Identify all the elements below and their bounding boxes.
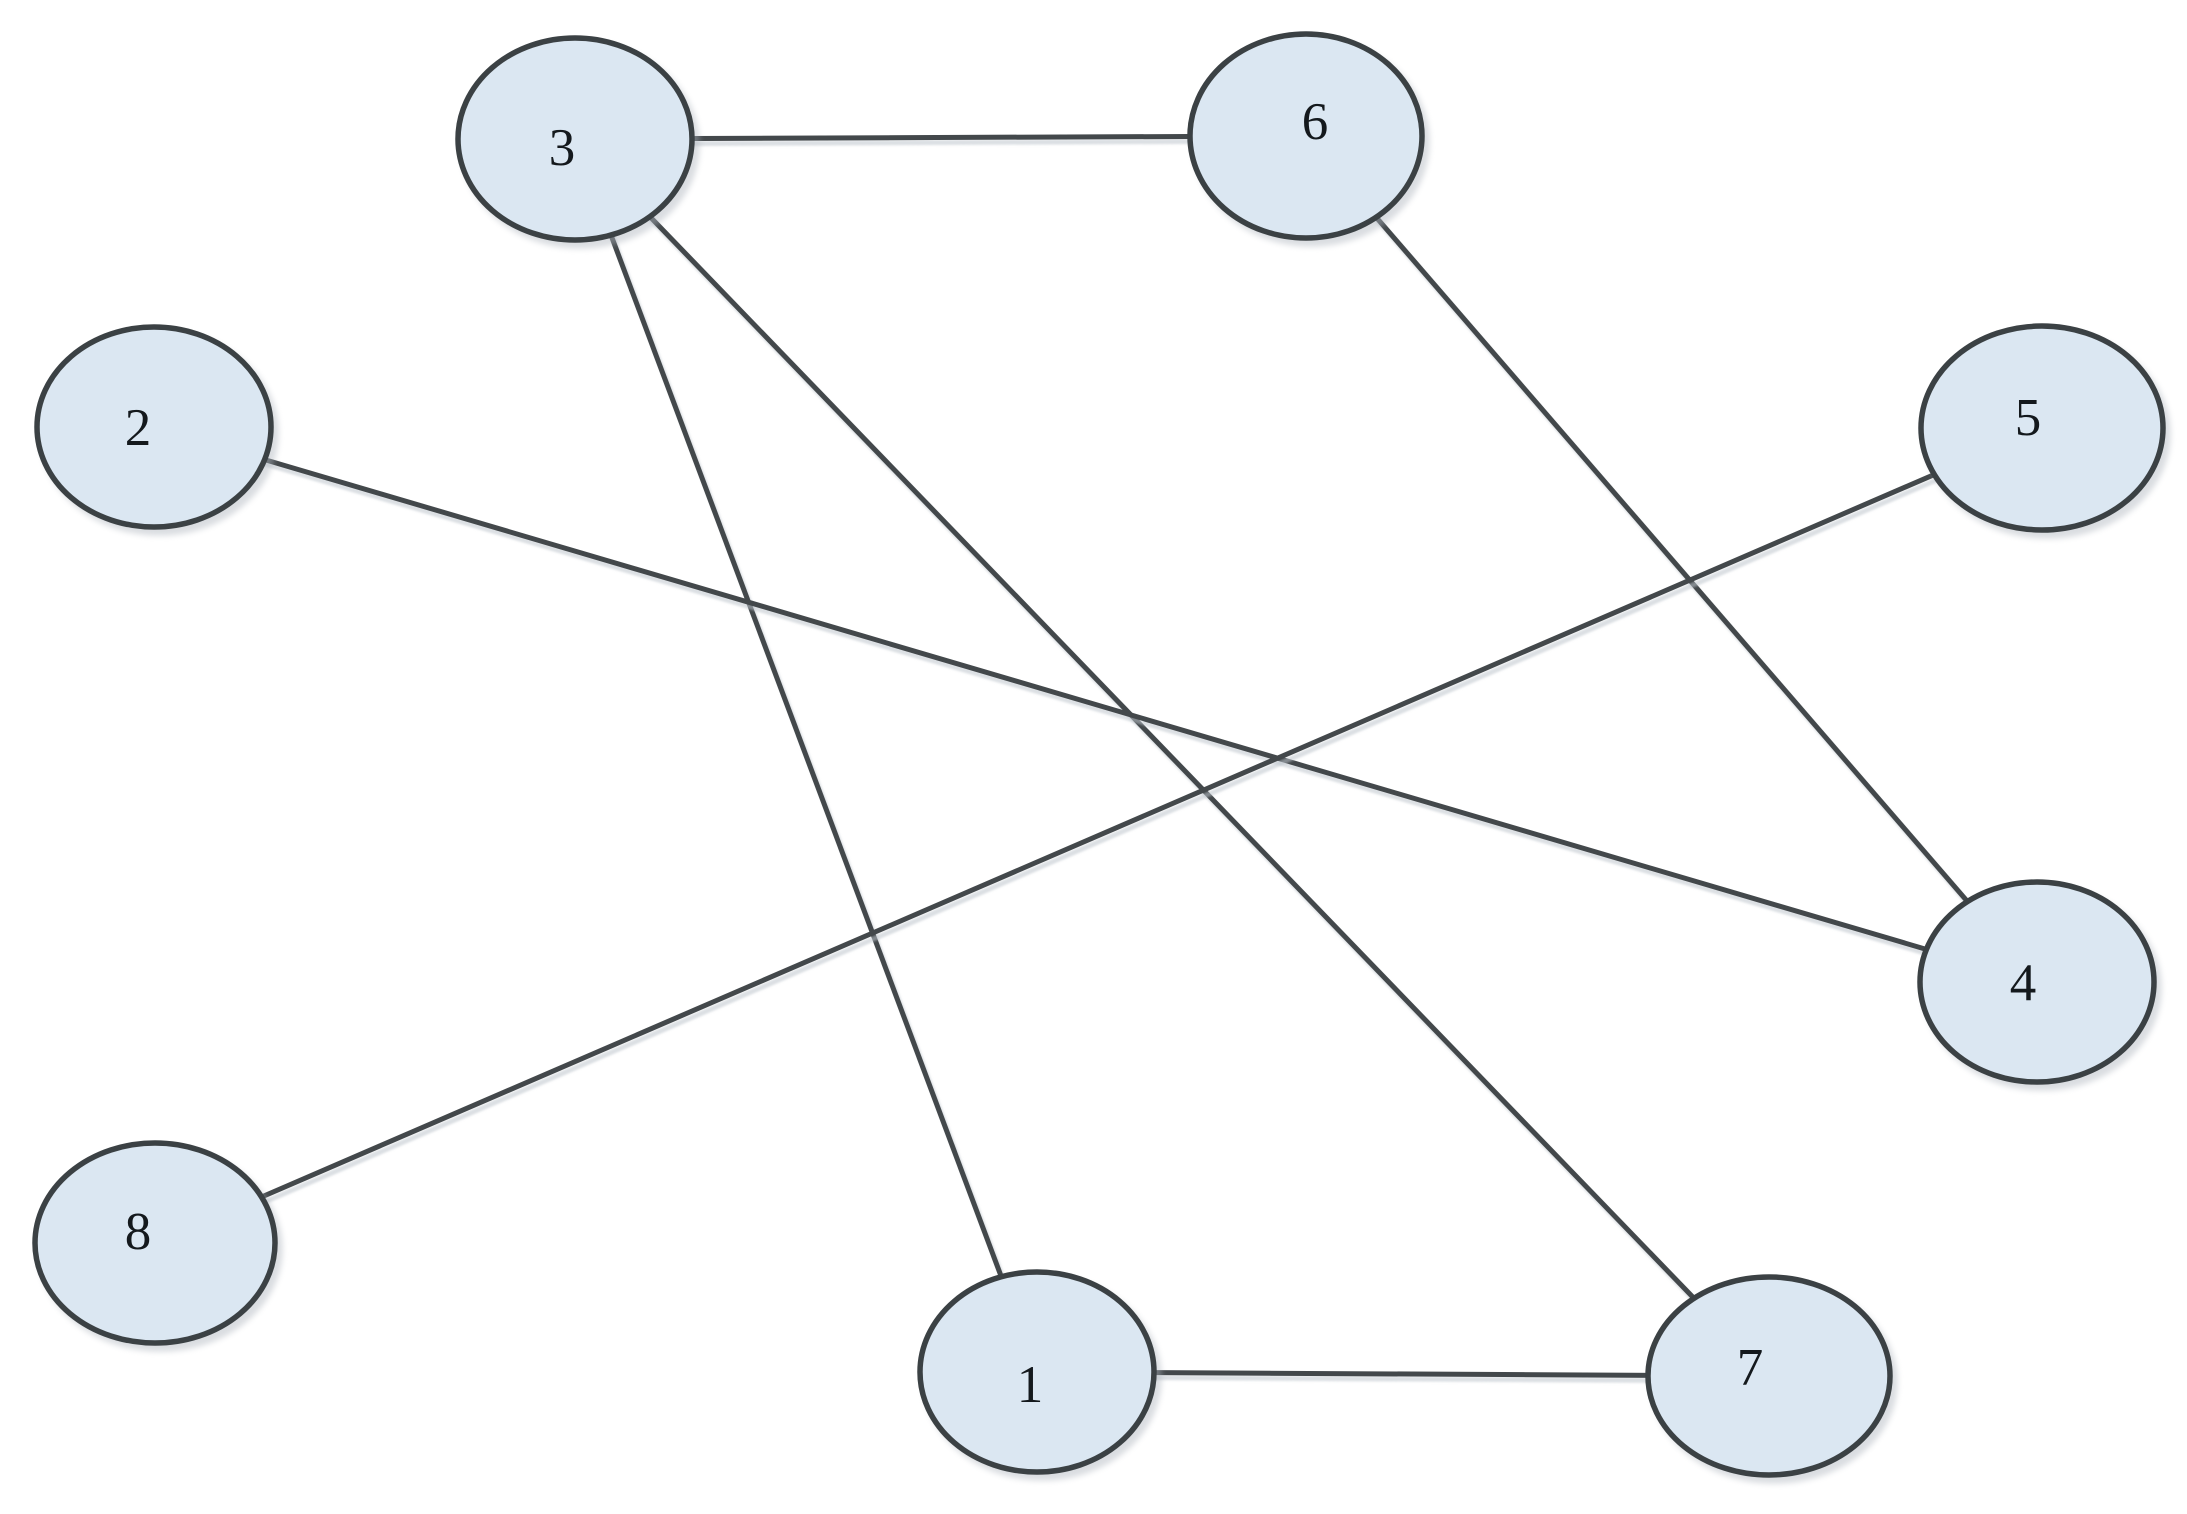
edge-3-6 xyxy=(574,133,1307,142)
node-circle-4 xyxy=(1917,879,2157,1085)
graph-node-4: 4 xyxy=(1917,879,2157,1085)
nodes-layer: 1 2 3 4 5 6 7 8 xyxy=(32,31,2166,1478)
node-label-5: 5 xyxy=(2015,389,2042,447)
edge-6-4 xyxy=(1304,134,2039,984)
node-label-2: 2 xyxy=(125,399,152,457)
node-label-7: 7 xyxy=(1737,1339,1764,1397)
graph-node-1: 1 xyxy=(917,1269,1157,1475)
node-circle-3 xyxy=(455,35,695,243)
node-label-3: 3 xyxy=(549,119,576,177)
edges-layer xyxy=(153,133,2043,1379)
edge-3-1 xyxy=(572,138,1040,1373)
graph-node-3: 3 xyxy=(455,35,695,243)
node-circle-5 xyxy=(1918,323,2166,533)
node-circle-8 xyxy=(32,1140,278,1346)
node-label-8: 8 xyxy=(125,1203,152,1261)
graph-node-8: 8 xyxy=(32,1140,278,1346)
node-label-1: 1 xyxy=(1017,1356,1044,1414)
edge-3-7 xyxy=(573,137,1771,1378)
node-circle-6 xyxy=(1187,31,1425,241)
node-circle-2 xyxy=(34,324,274,530)
graph-node-2: 2 xyxy=(34,324,274,530)
node-circle-1 xyxy=(917,1269,1157,1475)
edge-5-8 xyxy=(154,425,2043,1246)
graph-node-6: 6 xyxy=(1187,31,1425,241)
node-label-6: 6 xyxy=(1302,93,1329,151)
graph-node-7: 7 xyxy=(1645,1274,1893,1478)
graph-node-5: 5 xyxy=(1918,323,2166,533)
edge-2-4 xyxy=(153,424,2038,985)
node-label-4: 4 xyxy=(2010,954,2037,1012)
node-circle-7 xyxy=(1645,1274,1893,1478)
